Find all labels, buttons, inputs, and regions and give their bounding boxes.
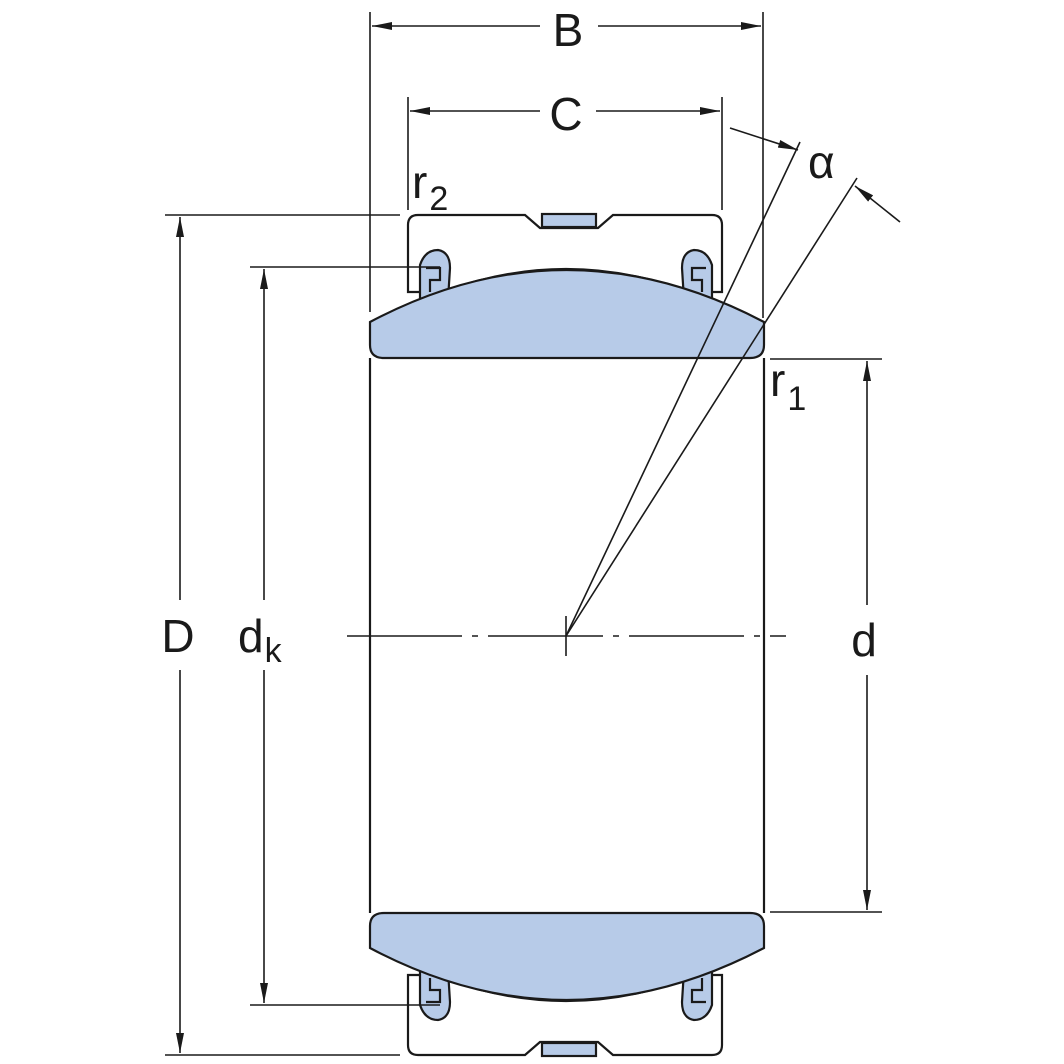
outer-ring-top <box>406 212 724 294</box>
inner-ring-bottom <box>368 911 766 1001</box>
seal-bottom-right <box>680 968 714 1022</box>
label-d: d <box>851 614 877 666</box>
seal-top-right <box>680 248 714 302</box>
seal-bottom-left <box>418 968 452 1022</box>
label-r1: r1 <box>770 354 806 418</box>
label-r1-base: r <box>770 354 785 406</box>
label-D: D <box>161 610 194 662</box>
dimension-labels: B C α r2 r1 D dk d <box>161 4 876 670</box>
label-C: C <box>549 88 582 140</box>
label-B: B <box>553 4 584 56</box>
label-r2-base: r <box>412 156 427 208</box>
outer-ring-bottom <box>406 973 724 1058</box>
seal-top-left <box>418 248 452 302</box>
label-dk-sub: k <box>265 632 283 670</box>
label-r2: r2 <box>412 156 448 218</box>
label-r2-sub: 2 <box>429 180 448 218</box>
label-dk-base: d <box>238 610 264 662</box>
label-alpha: α <box>808 136 835 188</box>
label-dk: dk <box>238 610 283 670</box>
inner-ring-top <box>368 269 766 360</box>
label-r1-sub: 1 <box>787 380 806 418</box>
